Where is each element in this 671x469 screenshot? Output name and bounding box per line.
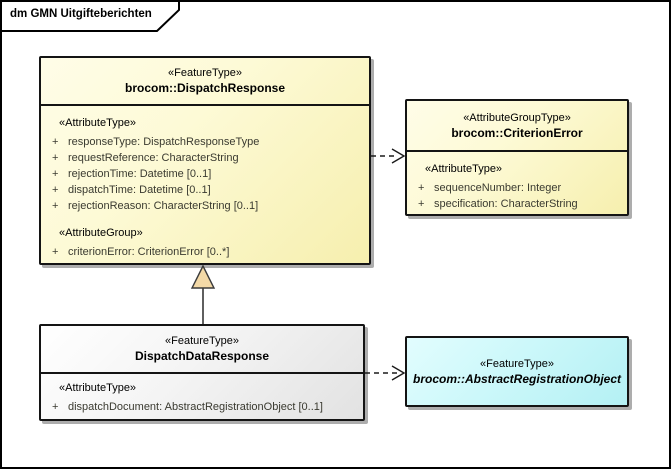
attribute-row: + dispatchDocument: AbstractRegistration… bbox=[47, 399, 357, 415]
attribute-row: + rejectionReason: CharacterString [0..1… bbox=[47, 198, 363, 214]
generalization-connector bbox=[190, 264, 216, 324]
class-header: «FeatureType» brocom::AbstractRegistrati… bbox=[407, 338, 627, 405]
diagram-title: dm GMN Uitgifteberichten bbox=[10, 8, 152, 20]
attribute-text: rejectionTime: Datetime [0..1] bbox=[68, 168, 212, 180]
class-header: «FeatureType» DispatchDataResponse bbox=[41, 326, 363, 372]
attribute-text: dispatchTime: Datetime [0..1] bbox=[68, 184, 211, 196]
dependency-arrow-criterion-error bbox=[371, 148, 406, 164]
class-criterion-error[interactable]: «AttributeGroupType» brocom::CriterionEr… bbox=[405, 99, 629, 216]
class-dispatch-response[interactable]: «FeatureType» brocom::DispatchResponse «… bbox=[39, 56, 371, 265]
attribute-group-section-label: «AttributeGroup» bbox=[59, 227, 143, 239]
attribute-section-label: «AttributeType» bbox=[59, 117, 137, 129]
visibility-sign: + bbox=[52, 401, 59, 413]
attribute-text: requestReference: CharacterString bbox=[68, 152, 239, 164]
class-stereotype: «FeatureType» bbox=[165, 335, 239, 347]
class-name: brocom::AbstractRegistrationObject bbox=[412, 371, 622, 386]
open-arrowhead-icon bbox=[391, 148, 406, 164]
attribute-text: sequenceNumber: Integer bbox=[434, 182, 562, 194]
class-name: brocom::CriterionError bbox=[451, 125, 583, 140]
class-stereotype: «FeatureType» bbox=[480, 357, 554, 370]
class-attribute-compartment: «AttributeType» + dispatchDocument: Abst… bbox=[41, 372, 363, 415]
class-stereotype: «FeatureType» bbox=[168, 67, 242, 79]
attribute-section-label: «AttributeType» bbox=[59, 382, 137, 394]
attribute-row: + responseType: DispatchResponseType bbox=[47, 134, 363, 150]
class-header: «AttributeGroupType» brocom::CriterionEr… bbox=[407, 101, 627, 150]
attribute-row: + sequenceNumber: Integer bbox=[413, 180, 621, 196]
attribute-row: + criterionError: CriterionError [0..*] bbox=[47, 244, 363, 260]
diagram-frame-tab bbox=[2, 2, 180, 32]
visibility-sign: + bbox=[52, 136, 59, 148]
class-attribute-compartment: «AttributeType» + sequenceNumber: Intege… bbox=[407, 150, 627, 212]
class-stereotype: «AttributeGroupType» bbox=[463, 111, 571, 124]
attribute-row: + requestReference: CharacterString bbox=[47, 150, 363, 166]
class-header: «FeatureType» brocom::DispatchResponse bbox=[41, 58, 369, 104]
attribute-text: criterionError: CriterionError [0..*] bbox=[68, 246, 230, 258]
attribute-text: responseType: DispatchResponseType bbox=[68, 136, 260, 148]
visibility-sign: + bbox=[52, 246, 59, 258]
attribute-text: specification: CharacterString bbox=[434, 198, 578, 210]
visibility-sign: + bbox=[52, 200, 59, 212]
class-abstract-registration-object[interactable]: «FeatureType» brocom::AbstractRegistrati… bbox=[405, 336, 629, 407]
dependency-arrow-abstract-registration-object bbox=[365, 365, 406, 381]
attribute-row: + rejectionTime: Datetime [0..1] bbox=[47, 166, 363, 182]
class-attribute-compartment: «AttributeType» + responseType: Dispatch… bbox=[41, 104, 369, 260]
visibility-sign: + bbox=[52, 152, 59, 164]
generalization-triangle-icon bbox=[190, 264, 216, 289]
class-name: brocom::DispatchResponse bbox=[124, 81, 286, 95]
visibility-sign: + bbox=[52, 168, 59, 180]
attribute-row: + dispatchTime: Datetime [0..1] bbox=[47, 182, 363, 198]
class-dispatch-data-response[interactable]: «FeatureType» DispatchDataResponse «Attr… bbox=[39, 324, 365, 421]
attribute-section-label: «AttributeType» bbox=[425, 163, 503, 175]
attribute-text: dispatchDocument: AbstractRegistrationOb… bbox=[68, 401, 323, 413]
class-name: DispatchDataResponse bbox=[134, 349, 270, 363]
visibility-sign: + bbox=[52, 184, 59, 196]
attribute-text: rejectionReason: CharacterString [0..1] bbox=[68, 200, 259, 212]
frame-tab-outline bbox=[2, 2, 180, 32]
attribute-row: + specification: CharacterString bbox=[413, 196, 621, 212]
visibility-sign: + bbox=[418, 198, 425, 210]
visibility-sign: + bbox=[418, 182, 425, 194]
open-arrowhead-icon bbox=[391, 365, 406, 381]
